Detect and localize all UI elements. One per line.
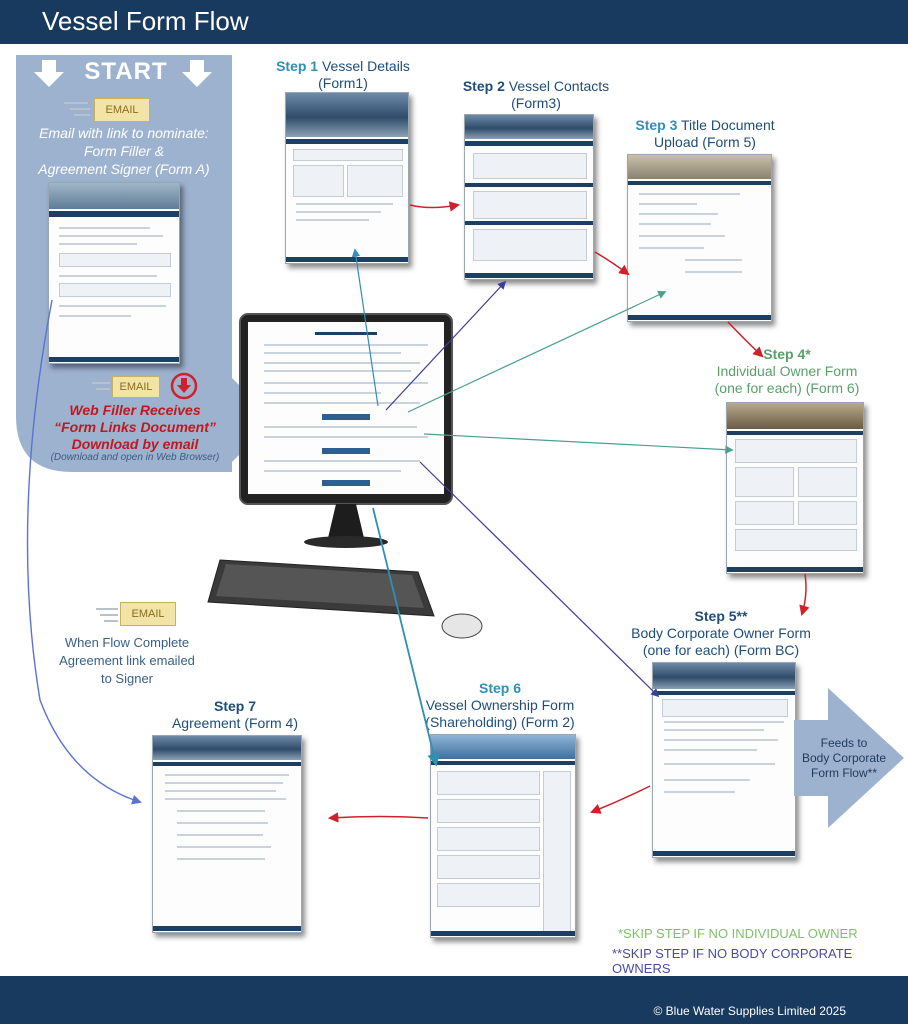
nominate-line-2: Form Filler &	[83, 143, 165, 159]
feeds-line-3: Form Flow**	[810, 766, 877, 780]
step-2-num: Step 2	[462, 78, 505, 94]
page-title: Vessel Form Flow	[42, 6, 249, 36]
step-2-sub: (Form3)	[511, 95, 561, 111]
step-6-form-thumbnail[interactable]	[430, 734, 576, 938]
flow-complete-badge: EMAIL	[120, 602, 176, 626]
step-5-title: Body Corporate Owner Form	[631, 625, 811, 641]
skip-individual-note: *SKIP STEP IF NO INDIVIDUAL OWNER	[618, 926, 858, 941]
email-icon: EMAIL	[64, 96, 174, 124]
copyright-text: © Blue Water Supplies Limited 2025	[653, 1004, 847, 1018]
download-icon	[170, 372, 198, 400]
step-2-title: Vessel Contacts	[508, 78, 610, 94]
step-3-num: Step 3	[635, 117, 678, 133]
step-2-label: Step 2 Vessel Contacts (Form3)	[448, 78, 624, 112]
step-4-num: Step 4*	[763, 346, 811, 362]
step-3-form-thumbnail[interactable]	[627, 154, 772, 322]
monitor-screen-form-links[interactable]	[248, 322, 444, 494]
step-1-title: Vessel Details	[321, 58, 410, 74]
feeds-line-2: Body Corporate	[801, 751, 887, 765]
flow-complete-email-icon: EMAIL	[96, 602, 176, 628]
start-down-arrow-left-icon	[34, 60, 64, 87]
step-5-label: Step 5** Body Corporate Owner Form (one …	[616, 608, 826, 659]
step-4-label: Step 4* Individual Owner Form (one for e…	[702, 346, 872, 397]
feeds-text: Feeds to Body Corporate Form Flow**	[798, 736, 890, 781]
step-3-title: Title Document	[681, 117, 775, 133]
step-4-title: Individual Owner Form	[716, 363, 858, 379]
step-6-sub: (Shareholding) (Form 2)	[425, 714, 575, 730]
step-5-sub: (one for each) (Form BC)	[642, 642, 800, 658]
step-1-label: Step 1 Vessel Details (Form1)	[258, 58, 428, 92]
nominate-line-3: Agreement Signer (Form A)	[38, 161, 210, 177]
skip-body-note: **SKIP STEP IF NO BODY CORPORATE OWNERS	[612, 946, 853, 976]
step-3-label: Step 3 Title Document Upload (Form 5)	[622, 117, 788, 151]
step-1-num: Step 1	[276, 58, 319, 74]
start-down-arrow-right-icon	[182, 60, 212, 87]
flow-complete-line-3: to Signer	[100, 671, 154, 686]
form-a-thumbnail[interactable]	[48, 182, 180, 364]
nominate-text: Email with link to nominate: Form Filler…	[16, 124, 232, 178]
web-filler-email-badge: EMAIL	[112, 376, 160, 398]
step-6-label: Step 6 Vessel Ownership Form (Shareholdi…	[412, 680, 588, 731]
footer-bar: © Blue Water Supplies Limited 2025	[0, 976, 908, 1024]
step-1-form-thumbnail[interactable]	[285, 92, 409, 264]
step-2-form-thumbnail[interactable]	[464, 114, 594, 280]
step-5-form-thumbnail[interactable]	[652, 662, 796, 858]
flow-complete-line-2: Agreement link emailed	[59, 653, 195, 668]
flow-complete-line-1: When Flow Complete	[64, 635, 190, 650]
start-label: START	[84, 58, 168, 85]
email-badge: EMAIL	[94, 98, 150, 122]
step-1-sub: (Form1)	[318, 75, 368, 91]
step-7-num: Step 7	[213, 698, 256, 714]
feeds-line-1: Feeds to	[820, 736, 868, 750]
step-6-title: Vessel Ownership Form	[425, 697, 575, 713]
feeds-arrow-shape	[794, 688, 904, 828]
step-6-num: Step 6	[478, 680, 521, 696]
web-filler-email-icon: EMAIL	[92, 376, 164, 400]
step-7-form-thumbnail[interactable]	[152, 735, 302, 933]
step-4-sub: (one for each) (Form 6)	[714, 380, 860, 396]
step-5-num: Step 5**	[694, 608, 748, 624]
step-3-sub: Upload (Form 5)	[654, 134, 756, 150]
step-7-title: Agreement (Form 4)	[171, 715, 299, 731]
header-bar: Vessel Form Flow	[0, 0, 908, 44]
step-7-label: Step 7 Agreement (Form 4)	[150, 698, 320, 732]
nominate-line-1: Email with link to nominate:	[39, 125, 209, 141]
step-4-form-thumbnail[interactable]	[726, 402, 864, 574]
flow-complete-text: When Flow Complete Agreement link emaile…	[44, 634, 210, 688]
